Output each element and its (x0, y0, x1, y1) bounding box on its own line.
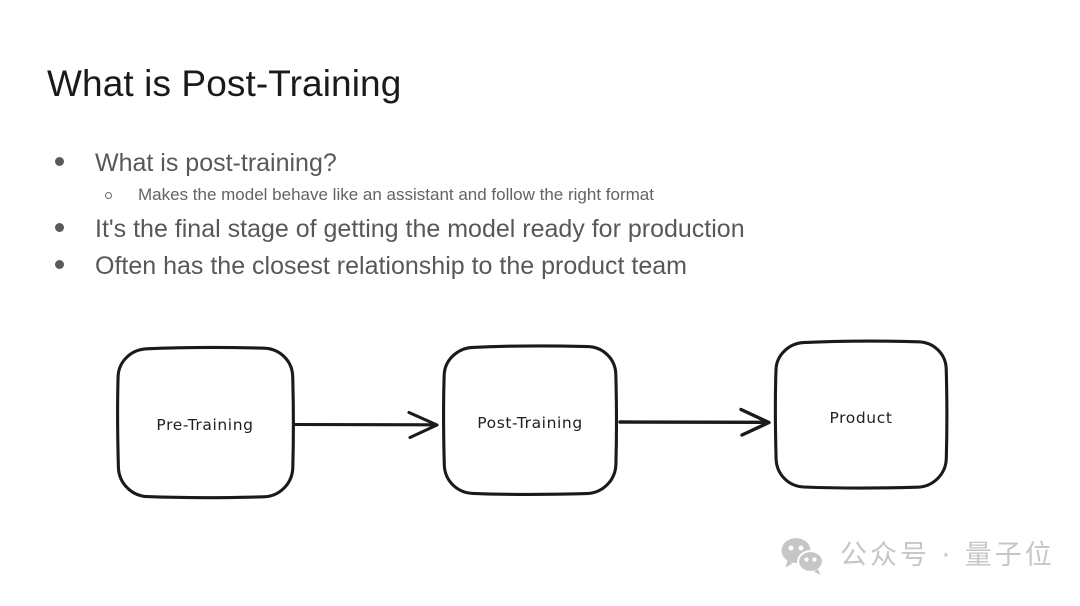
bullet-circle-icon (105, 192, 112, 199)
diagram-node-post-training: Post-Training (442, 344, 618, 496)
diagram-node-product: Product (773, 339, 949, 490)
list-item: Makes the model behave like an assistant… (55, 182, 955, 211)
list-item: It's the final stage of getting the mode… (55, 211, 955, 248)
list-item-label: It's the final stage of getting the mode… (95, 215, 745, 243)
node-label: Pre-Training (156, 416, 253, 434)
node-shape (442, 344, 618, 496)
bullet-list: What is post-training? Makes the model b… (55, 145, 955, 285)
page-title: What is Post-Training (47, 63, 402, 104)
node-shape (773, 339, 949, 490)
watermark-label: 公众号 · 量子位 (840, 540, 1055, 571)
bullet-disc-icon (55, 260, 64, 269)
node-label: Product (829, 409, 892, 427)
wechat-icon (780, 536, 826, 576)
watermark: 公众号 · 量子位 (780, 536, 1055, 576)
node-label: Post-Training (477, 414, 583, 432)
list-item: What is post-training? (55, 145, 955, 182)
diagram-arrow-2 (618, 407, 771, 437)
flow-diagram: Pre-Training Post-Training Product (0, 320, 1080, 520)
diagram-node-pre-training: Pre-Training (116, 345, 295, 500)
diagram-arrow-1 (292, 410, 439, 440)
list-item-label: Makes the model behave like an assistant… (138, 185, 654, 204)
list-item-label: What is post-training? (95, 149, 337, 177)
list-item-label: Often has the closest relationship to th… (95, 252, 688, 280)
bullet-disc-icon (55, 223, 64, 232)
bullet-disc-icon (55, 157, 64, 166)
list-item: Often has the closest relationship to th… (55, 248, 955, 285)
node-shape (116, 345, 295, 500)
